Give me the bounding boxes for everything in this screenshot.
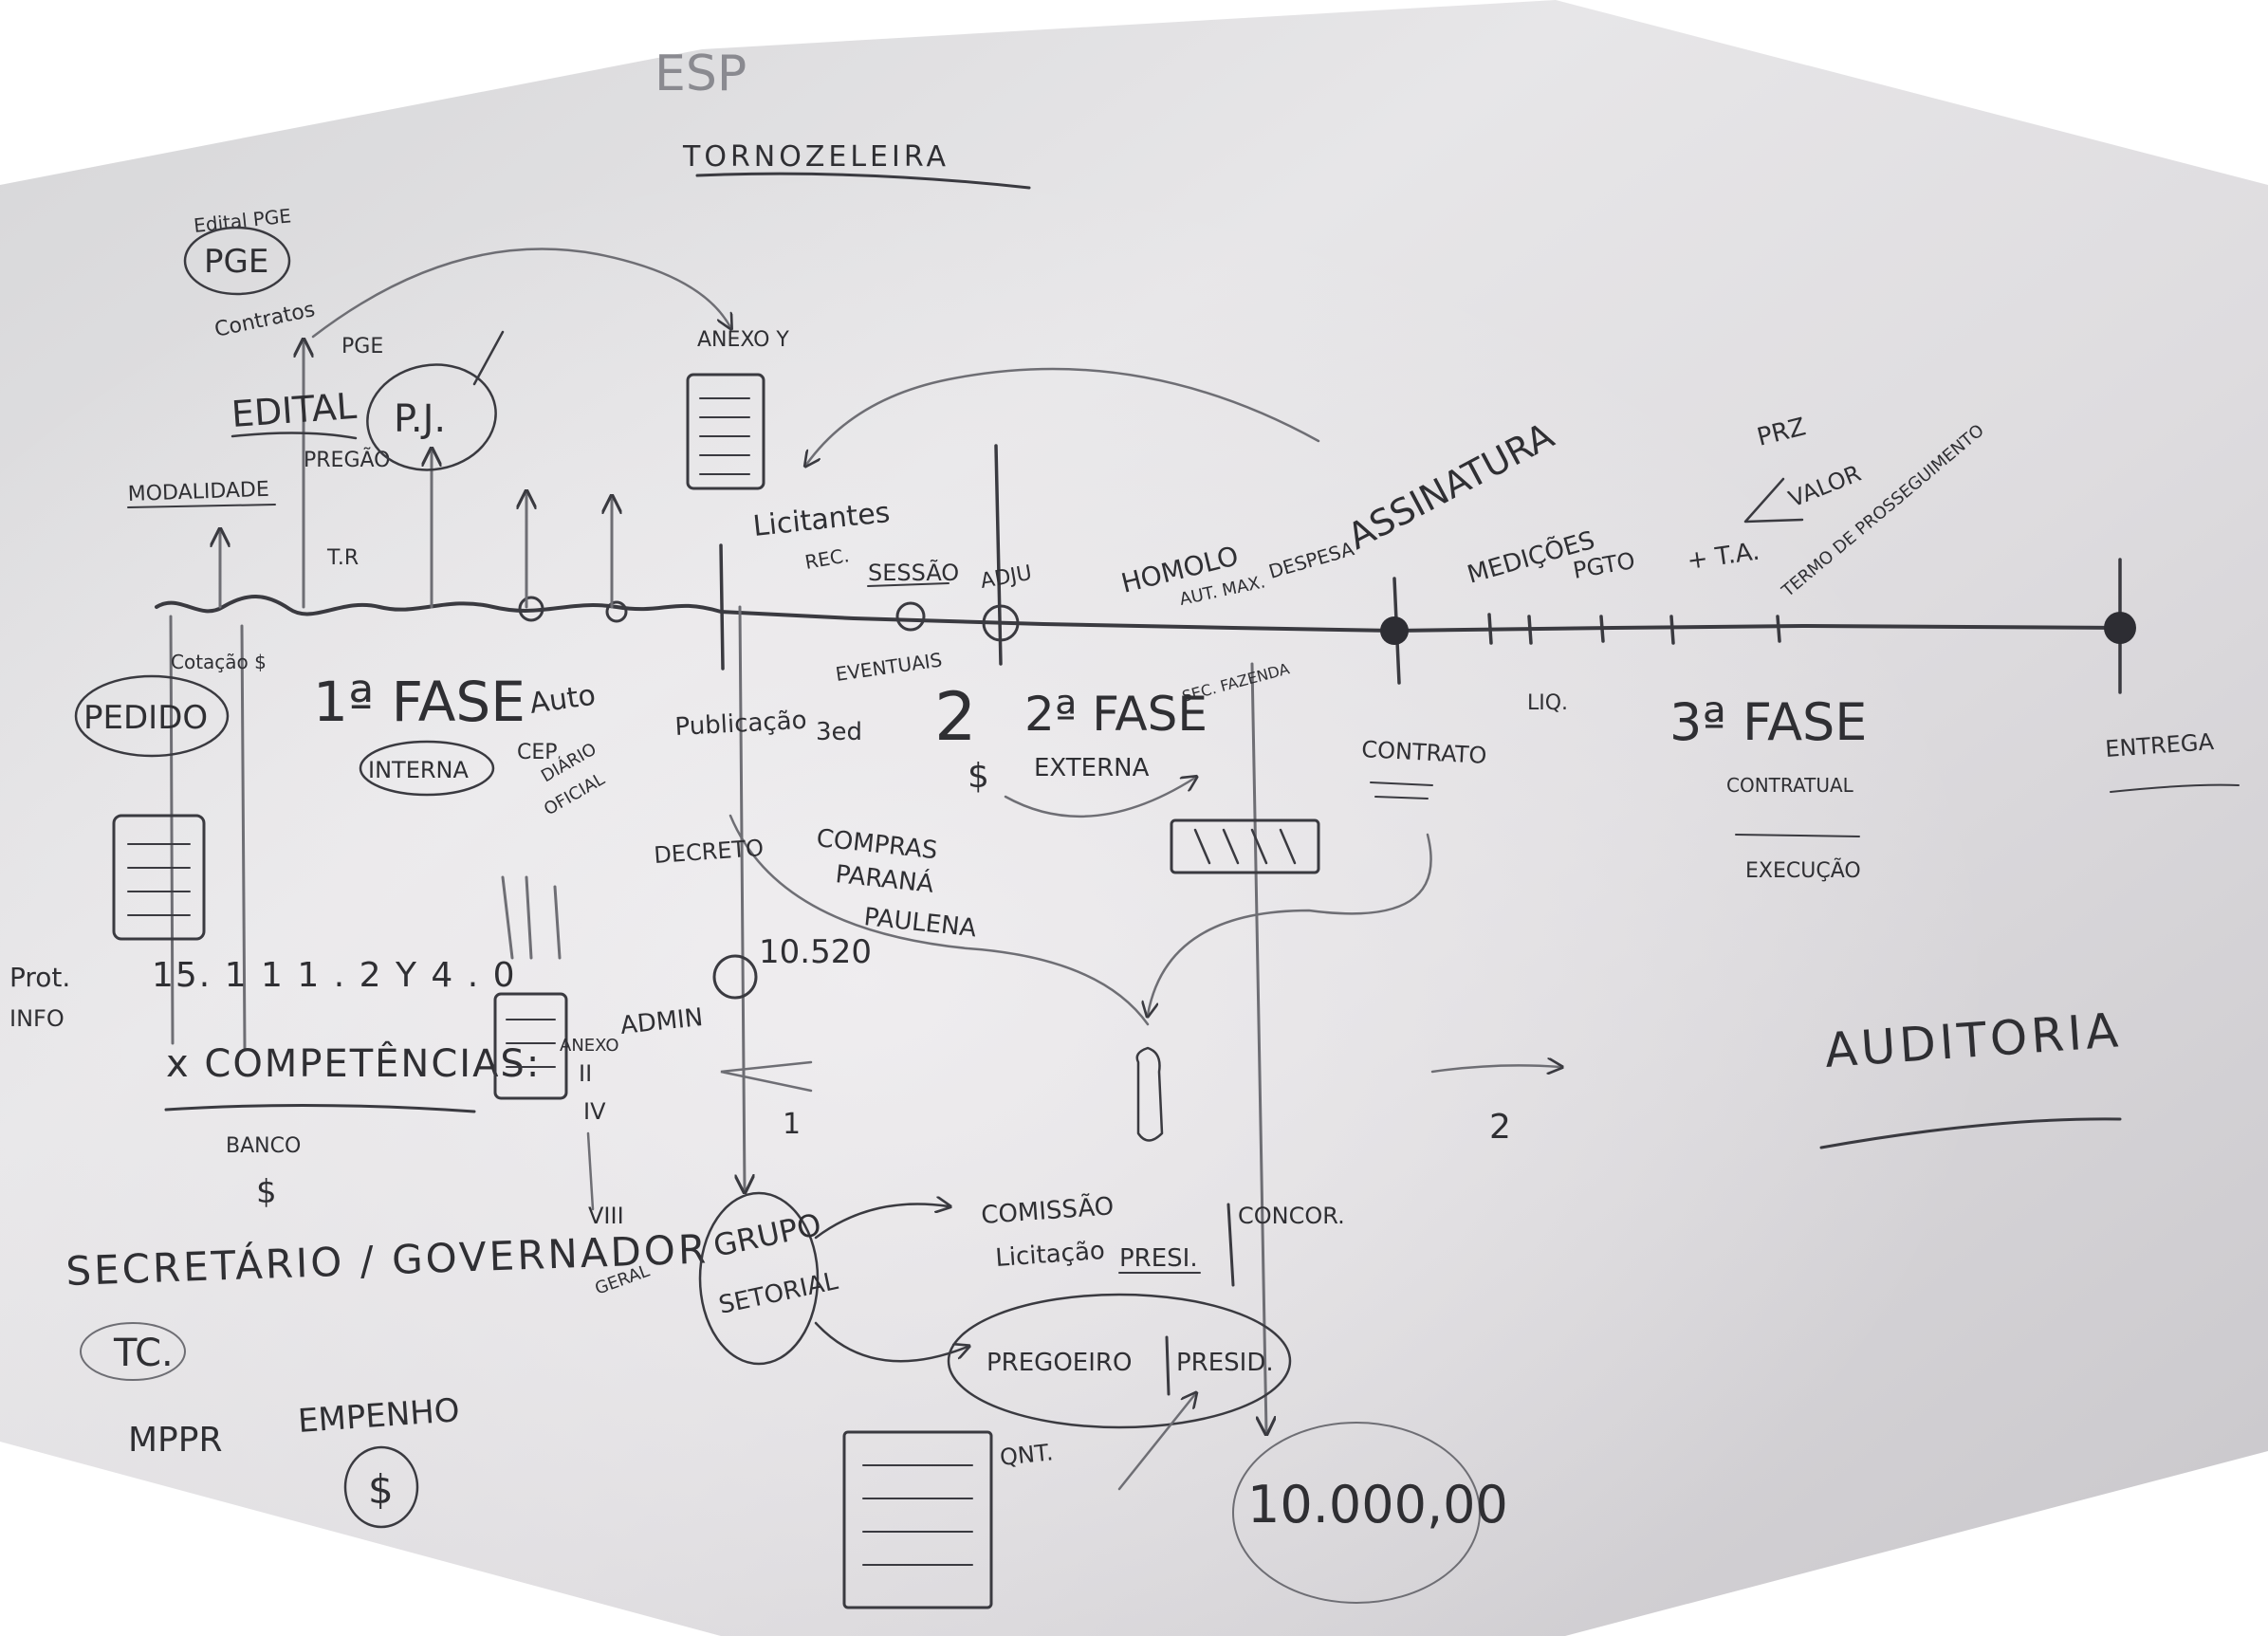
- lei-label: 10.520: [759, 933, 872, 971]
- pedido-label: PEDIDO: [83, 699, 208, 737]
- fase3-label: 3ª FASE: [1669, 692, 1867, 752]
- dias-label: 3ed: [816, 718, 862, 746]
- pedido-document-icon: [112, 814, 206, 941]
- grupo-document-icon: [842, 1430, 993, 1609]
- protocol-number: 15. 1 1 1 . 2 Y 4 . 0: [152, 956, 517, 995]
- qnt-label: QNT.: [999, 1439, 1055, 1471]
- prot-label: Prot.: [9, 962, 70, 993]
- tornozeleira-label: TORNOZELEIRA: [682, 140, 950, 174]
- empenho-dollar: $: [368, 1466, 394, 1513]
- presi-label: PRESI.: [1119, 1244, 1198, 1273]
- competencias-label: x COMPETÊNCIAS:: [166, 1040, 541, 1086]
- presidente-label: PRESID.: [1176, 1349, 1274, 1377]
- entrega-node: [2104, 612, 2136, 644]
- pregoeiro-label: PREGOEIRO: [986, 1349, 1132, 1377]
- fase2-label: 2ª FASE: [1024, 687, 1208, 742]
- execucao-label: EXECUÇÃO: [1745, 857, 1861, 883]
- fazenda-table-icon: [1170, 818, 1320, 874]
- mark-2: 2: [1489, 1108, 1511, 1147]
- cep-label: CEP: [517, 741, 558, 764]
- fase2-number: 2: [934, 678, 977, 756]
- pge-circle-label: PGE: [204, 243, 268, 281]
- timeline-axis: [155, 595, 2127, 633]
- contrato-node: [1380, 616, 1409, 645]
- contratual-label: CONTRATUAL: [1726, 774, 1854, 797]
- banco-dollar: $: [256, 1173, 277, 1211]
- contrato-label: CONTRATO: [1361, 736, 1487, 769]
- cotacao-label: Cotação $: [171, 651, 267, 673]
- tr-label: T.R: [326, 546, 359, 570]
- esp-label: ESP: [655, 46, 747, 102]
- admin-document-icon: [493, 992, 568, 1100]
- banco-label: BANCO: [226, 1134, 301, 1158]
- concor-label: CONCOR.: [1238, 1203, 1345, 1229]
- interna-label: INTERNA: [368, 757, 469, 783]
- pregao-label: PREGÃO: [304, 447, 390, 472]
- roman-iv: IV: [583, 1098, 606, 1125]
- tc-label: TC.: [113, 1332, 174, 1375]
- externa-label: EXTERNA: [1034, 754, 1150, 782]
- modalidade-label: MODALIDADE: [127, 478, 269, 506]
- fase1-label: 1ª FASE: [313, 670, 526, 734]
- info-label: INFO: [9, 1005, 65, 1032]
- roman-viii: VIII: [588, 1203, 624, 1229]
- pge-label: PGE: [341, 335, 383, 358]
- valor-amount: 10.000,00: [1247, 1475, 1508, 1535]
- pj-label: P.J.: [394, 397, 446, 441]
- edital-label: EDITAL: [230, 385, 359, 435]
- anexo-label: ANEXO Y: [697, 328, 789, 352]
- anexo-mid-label: ANEXO: [560, 1036, 619, 1056]
- roman-ii: II: [579, 1060, 592, 1087]
- sessao-label: SESSÃO: [868, 558, 959, 586]
- liq-label: LIQ.: [1527, 691, 1568, 715]
- publicacao-label: Publicação: [674, 707, 807, 742]
- fase2-dollar: $: [968, 757, 989, 796]
- mppr-label: MPPR: [128, 1421, 223, 1460]
- anexo-document-icon: [686, 373, 765, 490]
- mark-1: 1: [783, 1108, 801, 1141]
